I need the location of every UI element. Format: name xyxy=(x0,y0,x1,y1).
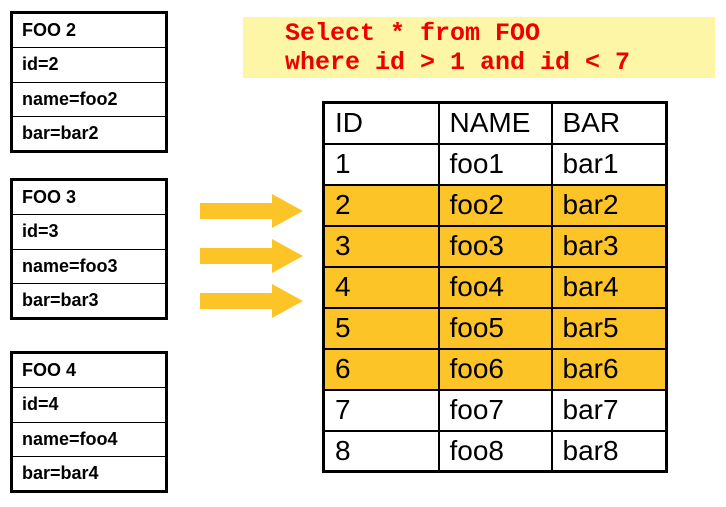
record-field: bar=bar2 xyxy=(22,122,99,143)
record-field: name=foo2 xyxy=(13,83,165,117)
table-cell: bar7 xyxy=(550,388,668,432)
record-field: name=foo4 xyxy=(13,423,165,457)
table-cell: bar6 xyxy=(550,347,668,391)
table-cell: bar4 xyxy=(550,265,668,309)
table-cell: bar2 xyxy=(550,183,668,227)
record-box-title: FOO 4 xyxy=(13,354,165,389)
sql-query-line-2: where id > 1 and id < 7 xyxy=(285,48,631,77)
record-box-foo-4: FOO 4 id=4 name=foo4 bar=bar4 xyxy=(10,351,168,493)
record-box-title: FOO 3 xyxy=(13,181,165,216)
table-cell: foo4 xyxy=(437,265,553,309)
sql-query-banner: Select * from FOO where id > 1 and id < … xyxy=(243,17,715,78)
record-field: id=3 xyxy=(13,215,165,250)
column-header-id: ID xyxy=(322,101,440,145)
arrow-right-icon xyxy=(200,284,303,318)
table-cell: 1 xyxy=(322,142,440,186)
table-row: 6 foo6 bar6 xyxy=(322,347,668,391)
record-box-foo-2: FOO 2 id=2 name=foo2 bar=bar2 xyxy=(10,11,168,153)
table-cell: 8 xyxy=(322,429,440,473)
arrow-right-icon xyxy=(200,194,303,228)
table-cell: 4 xyxy=(322,265,440,309)
table-row: 5 foo5 bar5 xyxy=(322,306,668,350)
table-cell: bar1 xyxy=(550,142,668,186)
table-cell: 3 xyxy=(322,224,440,268)
table-cell: 2 xyxy=(322,183,440,227)
record-field: bar=bar3 xyxy=(22,289,99,310)
record-field: id=2 xyxy=(13,48,165,83)
record-field: name=foo3 xyxy=(13,250,165,284)
table-cell: foo2 xyxy=(437,183,553,227)
table-cell: bar8 xyxy=(550,429,668,473)
table-row: 8 foo8 bar8 xyxy=(322,429,668,473)
arrows xyxy=(200,194,303,329)
table-cell: 5 xyxy=(322,306,440,350)
table-row: 1 foo1 bar1 xyxy=(322,142,668,186)
sql-query-line-1: Select * from FOO xyxy=(285,19,541,48)
result-table: ID NAME BAR 1 foo1 bar1 2 foo2 bar2 3 fo… xyxy=(322,101,668,473)
table-cell: 7 xyxy=(322,388,440,432)
table-row: 3 foo3 bar3 xyxy=(322,224,668,268)
table-cell: 6 xyxy=(322,347,440,391)
record-field: bar=bar4 xyxy=(22,462,99,483)
column-header-bar: BAR xyxy=(550,101,668,145)
record-box-foo-3: FOO 3 id=3 name=foo3 bar=bar3 xyxy=(10,178,168,320)
record-field: id=4 xyxy=(13,388,165,423)
table-cell: foo3 xyxy=(437,224,553,268)
record-box-title: FOO 2 xyxy=(13,14,165,49)
table-cell: bar5 xyxy=(550,306,668,350)
table-row: 2 foo2 bar2 xyxy=(322,183,668,227)
column-header-name: NAME xyxy=(437,101,553,145)
table-header-row: ID NAME BAR xyxy=(322,101,668,145)
table-cell: foo1 xyxy=(437,142,553,186)
table-row: 4 foo4 bar4 xyxy=(322,265,668,309)
table-cell: foo6 xyxy=(437,347,553,391)
table-cell: foo5 xyxy=(437,306,553,350)
table-cell: foo8 xyxy=(437,429,553,473)
table-cell: bar3 xyxy=(550,224,668,268)
table-row: 7 foo7 bar7 xyxy=(322,388,668,432)
table-cell: foo7 xyxy=(437,388,553,432)
arrow-right-icon xyxy=(200,239,303,273)
